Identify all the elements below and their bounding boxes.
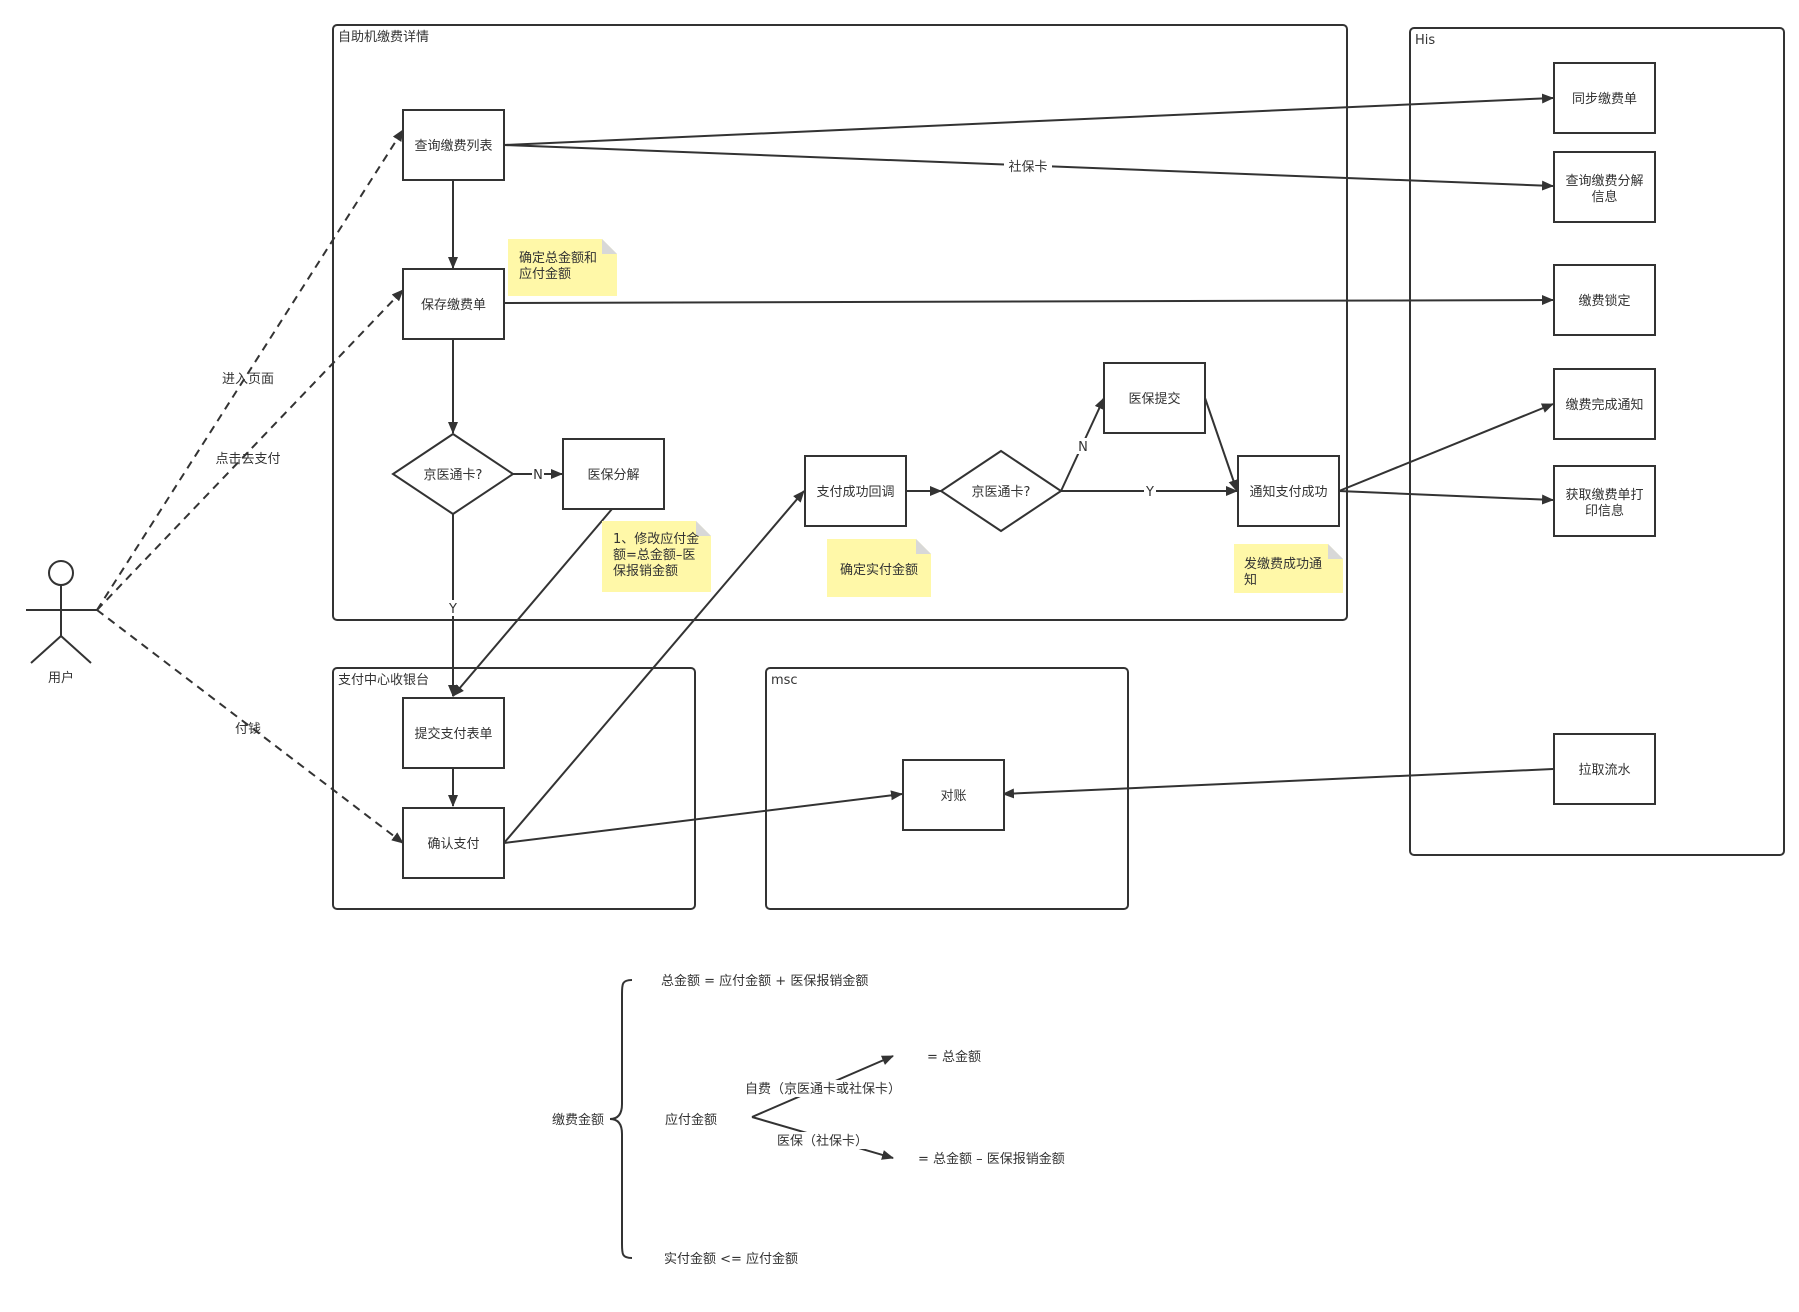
node-query-list-label: 查询缴费列表 [414, 139, 492, 154]
node-confirm-pay: 确认支付 [402, 807, 505, 879]
node-submit-pay-form-label: 提交支付表单 [414, 726, 492, 742]
node-reconcile: 对账 [902, 759, 1005, 831]
edge-submit-ins-to-notify [1204, 397, 1239, 492]
note-amounts-line2: 应付金额 [519, 266, 571, 282]
edge-save-to-lock [503, 295, 1554, 306]
edge-split-to-submit [452, 508, 613, 697]
amount-legend: 缴费金额 总金额 = 应付金额 + 医保报销金额 应付金额 自费（京医通卡或社保… [552, 973, 1065, 1267]
node-query-list: 查询缴费列表 [402, 109, 505, 181]
frame-msc-title: msc [771, 673, 798, 688]
node-complete-notice: 缴费完成通知 [1553, 368, 1656, 440]
node-reconcile-label: 对账 [940, 789, 966, 804]
legend-insurance: 医保（社保卡） [777, 1133, 868, 1149]
edge-label-social-card: 社保卡 [1008, 159, 1047, 175]
edge-label-n2: N [1078, 440, 1088, 455]
edge-actor-to-save [96, 289, 404, 611]
node-jyt-card-1-label: 京医通卡? [424, 468, 483, 483]
node-pull-flow-label: 拉取流水 [1578, 763, 1630, 778]
edge-label-y2: Y [1145, 485, 1154, 500]
note-modify-line1: 1、修改应付金 [613, 531, 699, 547]
edge-confirm-to-callback [503, 490, 805, 844]
edge-query-to-sync [503, 93, 1554, 146]
node-jyt-card-2: 京医通卡? [939, 449, 1063, 533]
actor-head-icon [48, 560, 74, 586]
legend-root: 缴费金额 [552, 1112, 604, 1128]
node-confirm-pay-label: 确认支付 [427, 837, 479, 852]
edge-pullflow-to-reconcile [1002, 768, 1554, 799]
frame-kiosk-title: 自助机缴费详情 [338, 30, 429, 45]
actor-user: 用户 [26, 560, 97, 686]
node-insurance-split: 医保分解 [562, 438, 665, 510]
legend-self-pay: 自费（京医通卡或社保卡） [745, 1081, 901, 1097]
note-actual-line1: 确定实付金额 [840, 562, 918, 578]
node-save-bill-label: 保存缴费单 [421, 298, 486, 313]
note-notify-line1: 发缴费成功通 [1244, 556, 1322, 572]
node-notify-success: 通知支付成功 [1237, 455, 1340, 527]
note-modify-line2: 额=总金额–医 [613, 547, 695, 563]
edge-label-n1: N [533, 468, 543, 483]
node-insurance-split-label: 医保分解 [587, 468, 639, 483]
node-pay-callback-label: 支付成功回调 [816, 485, 894, 500]
node-query-split-info: 查询缴费分解 信息 [1553, 151, 1656, 223]
frame-cashier-title: 支付中心收银台 [338, 673, 429, 688]
legend-total: 总金额 = 应付金额 + 医保报销金额 [661, 973, 868, 989]
node-get-print-info-line1: 获取缴费单打 [1565, 488, 1643, 503]
edge-confirm-to-reconcile [503, 790, 903, 844]
frame-his-title: His [1415, 33, 1435, 48]
node-notify-success-label: 通知支付成功 [1249, 484, 1327, 500]
node-get-print-info-line2: 印信息 [1585, 503, 1624, 519]
frame-his: His [1409, 27, 1785, 856]
frame-cashier: 支付中心收银台 [332, 667, 696, 910]
node-query-split-info-line2: 信息 [1591, 189, 1617, 205]
note-amounts-line1: 确定总金额和 [519, 250, 597, 266]
node-submit-pay-form: 提交支付表单 [402, 697, 505, 769]
legend-self-pay-result: = 总金额 [927, 1049, 981, 1065]
edge-label-pay-money: 付钱 [235, 722, 261, 737]
note-modify: 1、修改应付金 额=总金额–医 保报销金额 [602, 521, 711, 592]
legend-insurance-result: = 总金额 – 医保报销金额 [918, 1151, 1065, 1167]
node-complete-notice-label: 缴费完成通知 [1565, 397, 1643, 413]
legend-brace [609, 979, 633, 1259]
actor-label: 用户 [48, 670, 74, 686]
node-sync-bill-label: 同步缴费单 [1572, 92, 1637, 107]
edge-label-click-pay: 点击去支付 [215, 452, 280, 467]
node-jyt-card-1: 京医通卡? [391, 432, 515, 516]
note-notify-line2: 知 [1244, 572, 1257, 588]
node-get-print-info: 获取缴费单打 印信息 [1553, 465, 1656, 537]
node-insurance-submit: 医保提交 [1103, 362, 1206, 434]
note-modify-line3: 保报销金额 [613, 563, 678, 579]
node-pull-flow: 拉取流水 [1553, 733, 1656, 805]
legend-actual: 实付金额 <= 应付金额 [664, 1251, 798, 1267]
node-bill-lock: 缴费锁定 [1553, 264, 1656, 336]
node-bill-lock-label: 缴费锁定 [1578, 293, 1630, 309]
note-amounts: 确定总金额和 应付金额 [508, 239, 617, 296]
node-insurance-submit-label: 医保提交 [1128, 391, 1180, 407]
edge-label-enter-page: 进入页面 [222, 372, 274, 387]
frame-kiosk: 自助机缴费详情 [332, 24, 1348, 621]
edge-notify-to-complete [1338, 403, 1554, 492]
node-save-bill: 保存缴费单 [402, 268, 505, 340]
node-sync-bill: 同步缴费单 [1553, 62, 1656, 134]
edge-label-y1: Y [448, 602, 457, 617]
node-query-split-info-line1: 查询缴费分解 [1565, 174, 1643, 189]
edge-notify-to-print [1338, 490, 1554, 505]
node-jyt-card-2-label: 京医通卡? [972, 485, 1031, 500]
edge-actor-to-query [96, 129, 404, 611]
note-actual: 确定实付金额 [827, 539, 931, 597]
node-pay-callback: 支付成功回调 [804, 455, 907, 527]
note-notify: 发缴费成功通 知 [1234, 544, 1343, 593]
legend-payable: 应付金额 [665, 1112, 717, 1128]
